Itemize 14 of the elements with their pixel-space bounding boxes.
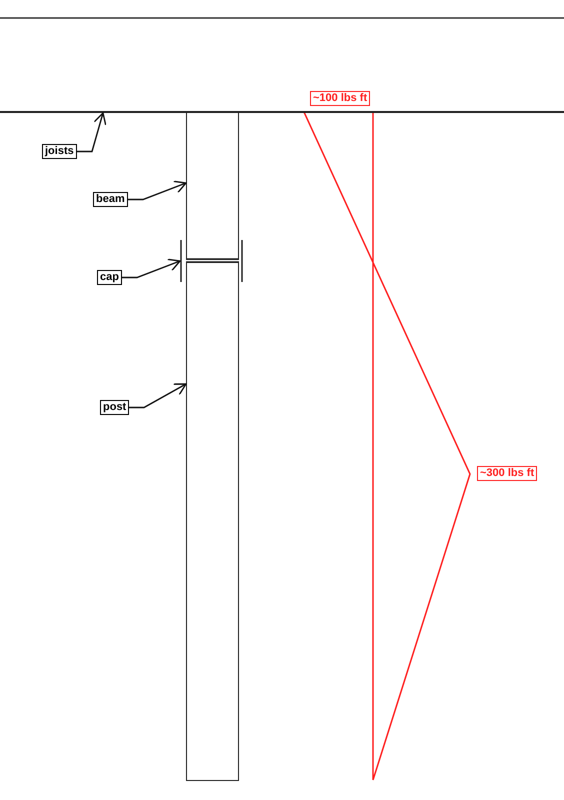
leader-arrow xyxy=(129,383,187,408)
leader-arrow xyxy=(128,180,187,200)
part-label: post xyxy=(100,400,130,415)
load-label: ~100 lbs ft xyxy=(310,91,370,106)
post-rect xyxy=(186,262,239,781)
part-label: cap xyxy=(97,270,122,285)
cap-bracket xyxy=(180,240,243,282)
load-label: ~300 lbs ft xyxy=(477,466,538,481)
joist-line xyxy=(0,111,564,113)
beam-rect xyxy=(186,112,239,260)
leader-arrow xyxy=(77,112,106,152)
leader-arrow xyxy=(122,258,181,278)
part-label: beam xyxy=(93,192,128,207)
part-label: joists xyxy=(42,144,77,159)
